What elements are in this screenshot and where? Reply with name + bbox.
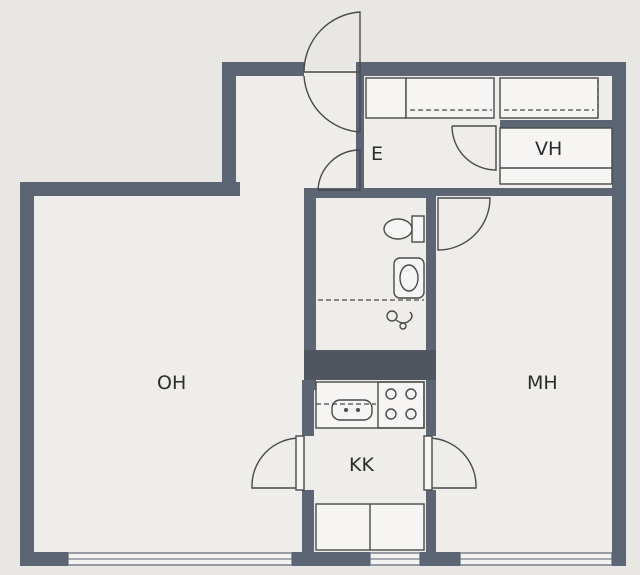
room-label-kk: KK [349, 454, 374, 476]
interior-walls [302, 62, 616, 556]
doors [251, 11, 497, 491]
wardrobes [365, 77, 613, 185]
toilet-icon [383, 215, 425, 243]
windows [67, 552, 613, 566]
door-kitchen-right-icon [423, 435, 477, 491]
kitchen-fixtures [315, 381, 425, 551]
door-bathroom-icon [437, 197, 491, 251]
shower-icon [386, 310, 413, 330]
sink-icon [393, 257, 425, 299]
room-label-oh: OH [157, 372, 186, 394]
bathroom-fixtures [318, 215, 425, 330]
door-kitchen-left-icon [251, 435, 305, 491]
room-label-e: E [371, 143, 383, 165]
sink-icon [331, 399, 373, 421]
door-e-icon [317, 149, 361, 191]
door-vh-icon [451, 125, 497, 171]
room-label-mh: MH [527, 372, 558, 394]
entrance-door-icon [303, 11, 361, 133]
room-label-vh: VH [535, 138, 562, 160]
stove-icon [377, 381, 425, 429]
